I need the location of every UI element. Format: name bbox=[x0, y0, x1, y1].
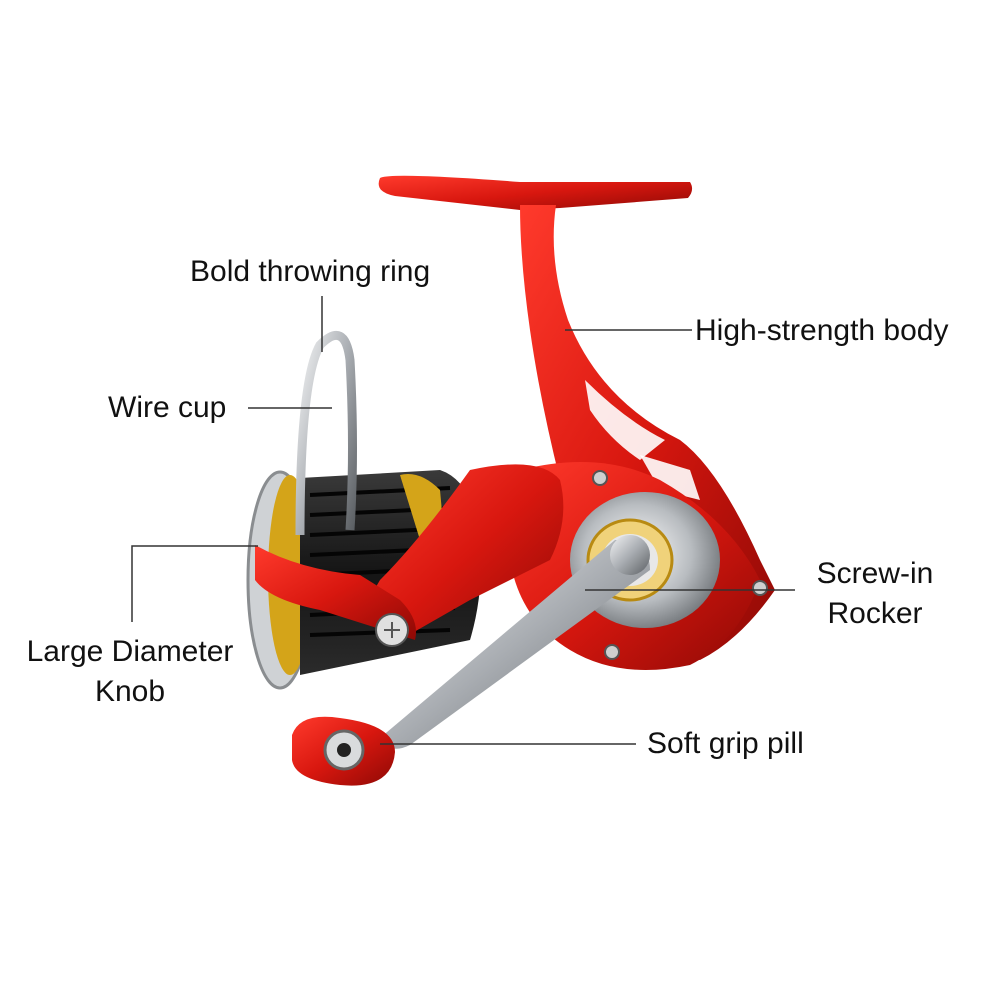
rotor-arm bbox=[255, 464, 564, 647]
leader-lines bbox=[131, 296, 795, 745]
callout-body: High-strength body bbox=[695, 314, 949, 347]
callout-wire-cup: Wire cup bbox=[108, 391, 227, 424]
grip-knob bbox=[292, 716, 395, 786]
callout-grip: Soft grip pill bbox=[647, 727, 804, 760]
reel-foot bbox=[378, 175, 693, 210]
leader-knob bbox=[131, 545, 258, 622]
bail-wire bbox=[295, 330, 357, 536]
callout-knob: Large Diameter Knob bbox=[10, 632, 250, 712]
handle-arm bbox=[380, 535, 650, 749]
callout-throwing-ring: Bold throwing ring bbox=[190, 255, 431, 288]
callout-rocker-line2: Rocker bbox=[827, 597, 923, 630]
callout-rocker: Screw-in Rocker bbox=[800, 554, 950, 634]
callout-rocker-line1: Screw-in bbox=[816, 557, 934, 590]
callout-knob-line1: Large Diameter bbox=[26, 635, 234, 668]
callout-knob-line2: Knob bbox=[94, 675, 166, 708]
